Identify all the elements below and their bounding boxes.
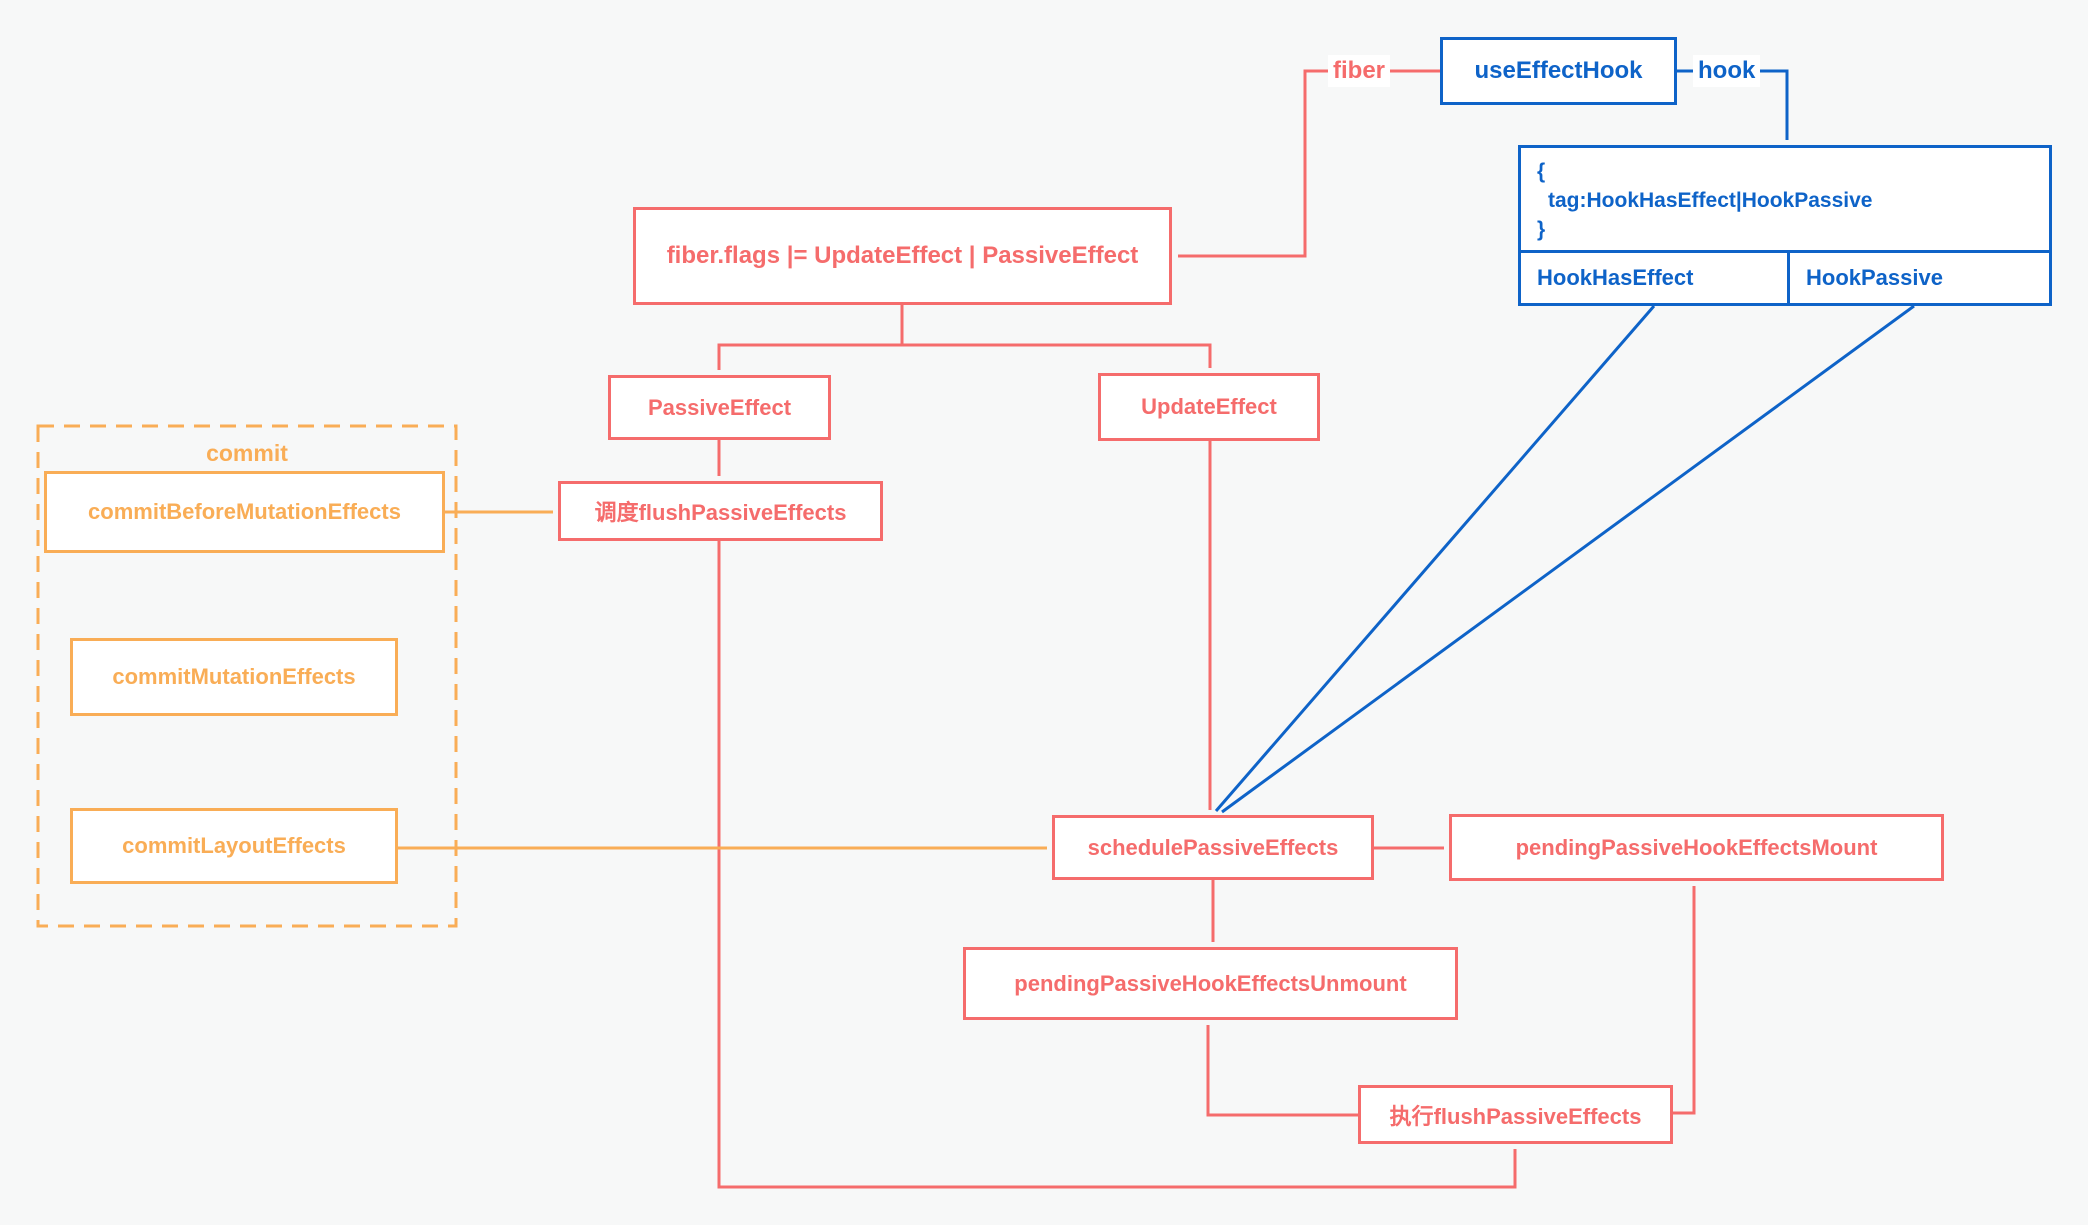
node-commit-before-label: commitBeforeMutationEffects <box>88 499 401 524</box>
edge-label-hook: hook <box>1693 55 1761 87</box>
edge-scheduleflush-to-execflush <box>717 541 1517 1189</box>
node-use-effect-hook: useEffectHook <box>1440 37 1677 105</box>
node-schedule-flush-passive-effects: 调度flushPassiveEffects <box>558 481 883 541</box>
node-use-effect-hook-label: useEffectHook <box>1474 57 1643 84</box>
hook-struct-literal: { tag:HookHasEffect|HookPassive } <box>1521 148 2049 253</box>
node-commit-before-mutation-effects: commitBeforeMutationEffects <box>44 471 445 553</box>
node-commit-mutation-effects: commitMutationEffects <box>70 638 398 716</box>
node-passive-effect-label: PassiveEffect <box>647 394 792 420</box>
commit-group-title: commit <box>206 440 288 466</box>
node-commit-mutation-label: commitMutationEffects <box>112 664 356 689</box>
node-commit-layout-effects: commitLayoutEffects <box>70 808 398 884</box>
cell-hook-has-effect: HookHasEffect <box>1521 253 1790 303</box>
node-exec-flush-label: 执行flushPassiveEffects <box>1389 1103 1642 1129</box>
edge-hookhaseffect-to-schedulepassive <box>1214 305 1656 812</box>
node-commit-layout-label: commitLayoutEffects <box>122 833 346 858</box>
node-pending-passive-hook-effects-unmount: pendingPassiveHookEffectsUnmount <box>963 947 1458 1020</box>
node-update-effect: UpdateEffect <box>1098 373 1320 441</box>
hook-struct-cells: HookHasEffect HookPassive <box>1521 253 2049 303</box>
edge-useeffecthook-to-fiberflags <box>1178 69 1440 258</box>
node-schedule-flush-label: 调度flushPassiveEffects <box>594 500 847 525</box>
node-update-effect-label: UpdateEffect <box>1141 394 1277 419</box>
node-pending-unmount-label: pendingPassiveHookEffectsUnmount <box>1014 970 1407 996</box>
edge-label-fiber: fiber <box>1328 55 1391 87</box>
node-schedule-passive-effects: schedulePassiveEffects <box>1052 815 1374 880</box>
edge-execflush-to-unmount <box>1206 1025 1358 1117</box>
edge-execflush-to-mount <box>1673 886 1696 1115</box>
edge-hookpassive-to-schedulepassive <box>1221 304 1915 814</box>
node-pending-mount-label: pendingPassiveHookEffectsMount <box>1515 834 1878 860</box>
node-schedule-passive-label: schedulePassiveEffects <box>1087 834 1339 860</box>
edge-fiberflags-to-updateeffect <box>902 343 1212 368</box>
node-hook-struct-table: { tag:HookHasEffect|HookPassive } HookHa… <box>1518 145 2052 306</box>
commit-group-border <box>36 424 458 928</box>
hook-struct-tag-line: tag:HookHasEffect|HookPassive <box>1548 189 1873 212</box>
hook-struct-close-brace: } <box>1537 218 1546 241</box>
cell-hook-passive: HookPassive <box>1806 265 1943 290</box>
node-passive-effect: PassiveEffect <box>608 375 831 440</box>
node-fiber-flags: fiber.flags |= UpdateEffect | PassiveEff… <box>633 207 1172 305</box>
edge-fiberflags-to-passiveeffect <box>717 343 902 370</box>
node-exec-flush-passive-effects: 执行flushPassiveEffects <box>1358 1085 1673 1144</box>
node-fiber-flags-label: fiber.flags |= UpdateEffect | PassiveEff… <box>666 242 1139 269</box>
node-pending-passive-hook-effects-mount: pendingPassiveHookEffectsMount <box>1449 814 1944 881</box>
hook-struct-open-brace: { <box>1537 160 1546 183</box>
